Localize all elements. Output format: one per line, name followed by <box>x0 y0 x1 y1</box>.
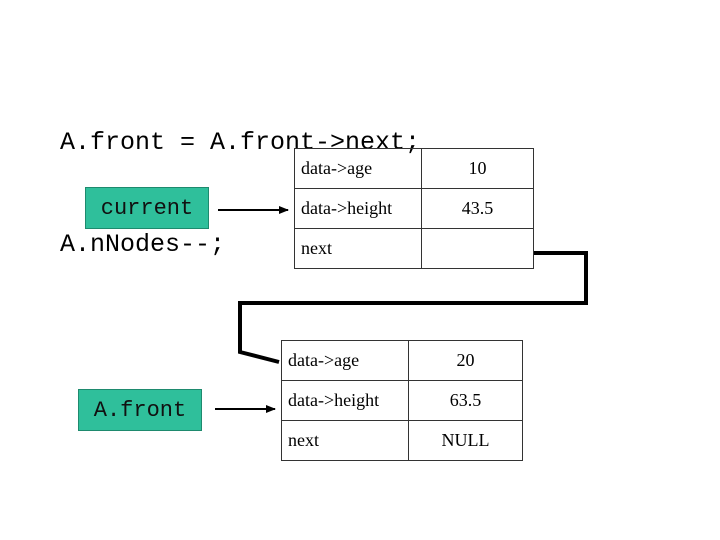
next-link-arrow <box>238 251 588 364</box>
front-pointer-box: A.front <box>78 389 202 431</box>
node-2: data->age 20 data->height 63.5 next NULL <box>281 340 523 461</box>
node-1-next-label: next <box>294 228 422 269</box>
current-pointer-box: current <box>85 187 209 229</box>
current-pointer-label: current <box>100 195 194 221</box>
node-2-height-value: 63.5 <box>408 380 523 421</box>
node-2-next-value: NULL <box>408 420 523 461</box>
node-2-age-value: 20 <box>408 340 523 381</box>
front-pointer-label: A.front <box>93 397 187 423</box>
code-line-nnodes-decrement: A.nNodes--; <box>60 230 226 259</box>
node-1-next-value <box>421 228 534 269</box>
node-1: data->age 10 data->height 43.5 next <box>294 148 534 269</box>
node-1-height-value: 43.5 <box>421 188 534 229</box>
